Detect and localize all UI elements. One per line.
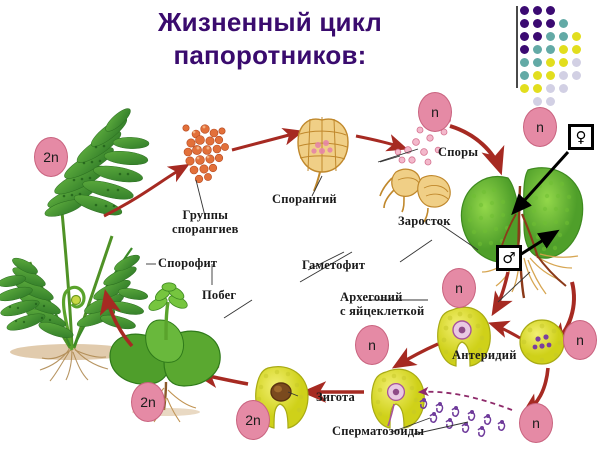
decorative-dot — [559, 32, 568, 41]
arrow-sporangium-to-spores — [355, 134, 408, 152]
decorative-dot — [520, 84, 529, 93]
decorative-dot — [546, 6, 555, 15]
arrow-zygote-to-young-sporophyte — [193, 366, 249, 388]
label-sporophyte: Спорофит — [158, 256, 218, 270]
decorative-dot — [572, 32, 581, 41]
decorative-dot — [559, 71, 568, 80]
arrow-prothallus-to-archegonium — [491, 271, 513, 317]
female-symbol-box: ♀ — [568, 124, 594, 150]
label-gametophyte: Гаметофит — [302, 258, 366, 272]
label-antheridium: Антеридий — [452, 348, 517, 362]
decorative-dot — [546, 58, 555, 67]
decorative-dot — [520, 58, 529, 67]
decorative-dot — [559, 45, 568, 54]
decorative-dot — [520, 71, 529, 80]
sperm-swim-path — [417, 386, 513, 411]
decorative-dot — [546, 97, 555, 106]
badge-zygote-2n: 2n — [236, 400, 270, 440]
badge-prothallus-n: n — [523, 107, 557, 147]
badge-archegonium-n: n — [442, 268, 476, 308]
decorative-dot — [533, 71, 542, 80]
label-zygote: Зигота — [316, 390, 355, 404]
label-prothallus: Заросток — [398, 214, 451, 228]
arrow-to-fertilization — [391, 342, 439, 369]
decorative-dot — [520, 6, 529, 15]
decorative-dot — [533, 58, 542, 67]
pointer-female-to-archegonium — [511, 150, 570, 216]
decorative-dot — [559, 58, 568, 67]
label-archegonium: Архегоний с яйцеклеткой — [340, 290, 425, 319]
decorative-dot — [546, 45, 555, 54]
label-spermatozoa: Сперматозоиды — [332, 424, 425, 438]
decorative-dot — [546, 19, 555, 28]
decorative-dot — [520, 45, 529, 54]
decorative-dot — [572, 58, 581, 67]
decorative-dot — [533, 19, 542, 28]
label-shoot: Побег — [202, 288, 237, 302]
decorative-dot — [546, 84, 555, 93]
decorative-dot — [572, 45, 581, 54]
page-title: Жизненный цикл папоротников: — [157, 7, 382, 70]
arrow-antheridium-to-archegonium — [488, 320, 521, 340]
badge-fern-2n: 2n — [34, 137, 68, 177]
decorative-dot — [559, 19, 568, 28]
decorative-dot — [520, 19, 529, 28]
badge-young-sporophyte-2n: 2n — [131, 382, 165, 422]
badge-antheridium-n: n — [563, 320, 597, 360]
arrow-sori-to-sporangium — [231, 127, 305, 152]
decorative-dot — [559, 84, 568, 93]
decorative-dot — [533, 97, 542, 106]
label-sporangia-groups: Группы спорангиев — [172, 208, 239, 237]
fertilized-archegonium-illustration — [371, 368, 425, 429]
spermatozoa-illustration — [419, 399, 506, 437]
fern-sporophyte-illustration — [0, 108, 150, 382]
decorative-vertical-rule — [516, 6, 518, 88]
decorative-dot — [520, 32, 529, 41]
male-symbol-box: ♂ — [496, 245, 522, 271]
label-spores: Споры — [438, 145, 479, 159]
badge-sperm-n: n — [519, 403, 553, 443]
decorative-dot — [546, 32, 555, 41]
sporangia-cluster-illustration — [182, 124, 229, 184]
arrow-young-sporophyte-to-fern — [99, 289, 134, 348]
badge-spores-n: n — [418, 92, 452, 132]
decorative-dot — [572, 71, 581, 80]
prothallus-illustration — [460, 167, 584, 299]
decorative-dot — [533, 84, 542, 93]
decorative-dot — [533, 45, 542, 54]
label-sporangium: Спорангий — [272, 192, 337, 206]
decorative-dot — [546, 71, 555, 80]
decorative-dot — [533, 6, 542, 15]
sporangium-illustration — [297, 117, 349, 192]
antheridium-illustration — [519, 319, 565, 365]
decorative-dot — [533, 32, 542, 41]
young-sporophyte-illustration — [109, 282, 221, 423]
badge-archegonium2-n: n — [355, 325, 389, 365]
